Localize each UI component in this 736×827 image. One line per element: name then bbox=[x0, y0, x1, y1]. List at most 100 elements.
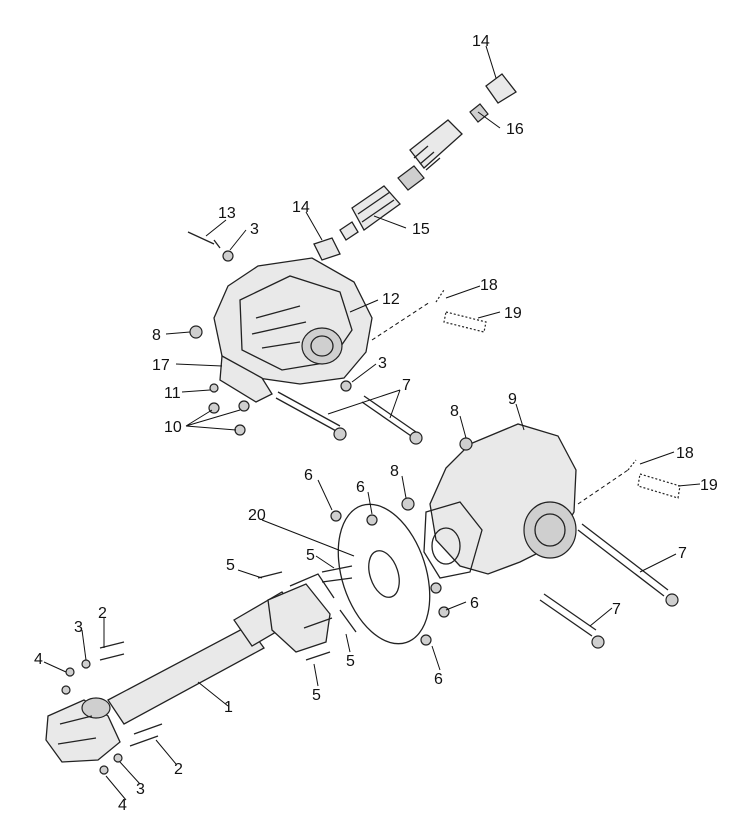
callout-3-left: 3 bbox=[74, 619, 83, 636]
part-5-bolt-a bbox=[257, 571, 283, 579]
callout-15: 15 bbox=[412, 221, 430, 238]
callout-3-bottom: 3 bbox=[136, 781, 145, 798]
prop-shaft-u-joint-rear bbox=[267, 583, 331, 653]
part-17-mount-bracket bbox=[219, 354, 273, 403]
callout-18-front: 18 bbox=[480, 277, 498, 294]
part-7-bolt-front-long-b bbox=[361, 395, 417, 439]
callout-11: 11 bbox=[164, 385, 181, 402]
vent-hose-dash-front bbox=[371, 301, 431, 341]
u-joint-rear-detail bbox=[289, 573, 335, 629]
callout-3-front: 3 bbox=[378, 355, 387, 372]
part-6-nut-d bbox=[438, 606, 450, 618]
callout-4-left: 4 bbox=[34, 651, 43, 668]
callout-4-bottom: 4 bbox=[118, 797, 127, 814]
gearcase-output-port bbox=[301, 327, 343, 365]
part-6-nut-b bbox=[366, 514, 378, 526]
callout-17: 17 bbox=[152, 357, 170, 374]
part-18-19-vent-hose-front bbox=[435, 289, 487, 333]
callout-6-c: 6 bbox=[470, 595, 479, 612]
callout-6-b: 6 bbox=[356, 479, 365, 496]
part-7-bolt-rear-b bbox=[539, 593, 597, 637]
part-18-19-vent-hose-rear bbox=[627, 459, 681, 499]
callout-7-rear-b: 7 bbox=[612, 601, 621, 618]
part-6-nut-c bbox=[430, 582, 442, 594]
callout-labels: 14 16 14 15 13 3 12 18 19 8 17 3 7 11 10… bbox=[34, 33, 718, 814]
part-11-washer bbox=[209, 383, 219, 393]
part-3-washer-lower bbox=[113, 753, 123, 763]
part-5-bolt-c bbox=[339, 609, 357, 633]
callout-9: 9 bbox=[508, 391, 517, 408]
rear-gearcase-hub bbox=[523, 501, 577, 559]
callout-16: 16 bbox=[506, 121, 524, 138]
part-7-bolt-front-long-a bbox=[275, 391, 341, 433]
part-6-nut-a bbox=[330, 510, 342, 522]
u-joint-front-detail bbox=[57, 715, 97, 745]
prop-shaft-assembly bbox=[45, 573, 335, 775]
callout-8-rear-top: 8 bbox=[450, 403, 459, 420]
callout-5-d: 5 bbox=[312, 687, 321, 704]
rear-gearcase-assembly bbox=[401, 423, 681, 649]
part-5-bolt-b bbox=[321, 565, 353, 583]
leader-lines bbox=[43, 45, 701, 801]
callout-5-c: 5 bbox=[346, 653, 355, 670]
part-14-boot-clamp-lower bbox=[313, 237, 341, 261]
brake-disc-center bbox=[368, 550, 400, 598]
callout-13: 13 bbox=[218, 205, 236, 222]
part-20-brake-disc bbox=[337, 503, 431, 645]
callout-8-front: 8 bbox=[152, 327, 161, 344]
callout-20: 20 bbox=[248, 507, 266, 524]
callout-14-mid: 14 bbox=[292, 199, 310, 216]
callout-7-rear-a: 7 bbox=[678, 545, 687, 562]
front-gearcase-assembly bbox=[187, 231, 487, 445]
part-1-prop-shaft-tube bbox=[107, 625, 265, 725]
part-10-nut-b bbox=[238, 400, 250, 412]
callout-6-a: 6 bbox=[304, 467, 313, 484]
callout-2-bottom: 2 bbox=[174, 761, 183, 778]
callout-2-top: 2 bbox=[98, 605, 107, 622]
callout-5-b: 5 bbox=[306, 547, 315, 564]
callout-10: 10 bbox=[164, 419, 182, 436]
callout-1: 1 bbox=[224, 699, 233, 716]
part-15-cv-joint bbox=[351, 185, 401, 231]
u-joint-front-cap bbox=[81, 697, 111, 719]
part-3-washer-top bbox=[222, 250, 234, 262]
part-8-nut-front bbox=[189, 325, 203, 339]
part-4-nut-lower bbox=[99, 765, 109, 775]
rear-gearcase-hub-inner bbox=[534, 513, 566, 547]
part-4-nut-front-a bbox=[65, 667, 75, 677]
part-5-bolt-d bbox=[305, 651, 331, 661]
shaft-boot-upper bbox=[409, 119, 463, 169]
callout-18-rear: 18 bbox=[676, 445, 694, 462]
callout-6-d: 6 bbox=[434, 671, 443, 688]
part-6-nut-e bbox=[420, 634, 432, 646]
part-8-nut-rear-mid bbox=[401, 497, 415, 511]
part-14-boot-clamp-upper bbox=[485, 73, 517, 104]
part-4-nut-front-b bbox=[61, 685, 71, 695]
callout-5-a: 5 bbox=[226, 557, 235, 574]
rear-flange-bore bbox=[431, 527, 461, 565]
part-3-washer-front bbox=[340, 380, 352, 392]
shaft-coupler bbox=[397, 165, 425, 191]
callout-12: 12 bbox=[382, 291, 400, 308]
rear-gearcase-flange bbox=[423, 501, 483, 579]
brake-disc-assembly bbox=[257, 503, 450, 661]
part-2-bolts-lower bbox=[129, 723, 163, 747]
callout-3-top: 3 bbox=[250, 221, 259, 238]
callout-8-rear-mid: 8 bbox=[390, 463, 399, 480]
callout-19-rear: 19 bbox=[700, 477, 718, 494]
vent-hose-dash-rear bbox=[577, 469, 629, 505]
bolt-head-rear-a bbox=[665, 593, 679, 607]
part-10-nut-c bbox=[234, 424, 246, 436]
gearcase-ribs bbox=[251, 305, 307, 349]
front-drive-shaft-assembly bbox=[313, 73, 517, 261]
part-13-bolt bbox=[187, 231, 221, 249]
part-8-nut-rear-top bbox=[459, 437, 473, 451]
cv-joint-ribs bbox=[357, 191, 395, 223]
bolt-head-b bbox=[409, 431, 423, 445]
callout-14-top: 14 bbox=[472, 33, 490, 50]
bolt-head-rear-b bbox=[591, 635, 605, 649]
gearcase-output-port-inner bbox=[310, 335, 334, 357]
callout-19-front: 19 bbox=[504, 305, 522, 322]
bolt-head-a bbox=[333, 427, 347, 441]
